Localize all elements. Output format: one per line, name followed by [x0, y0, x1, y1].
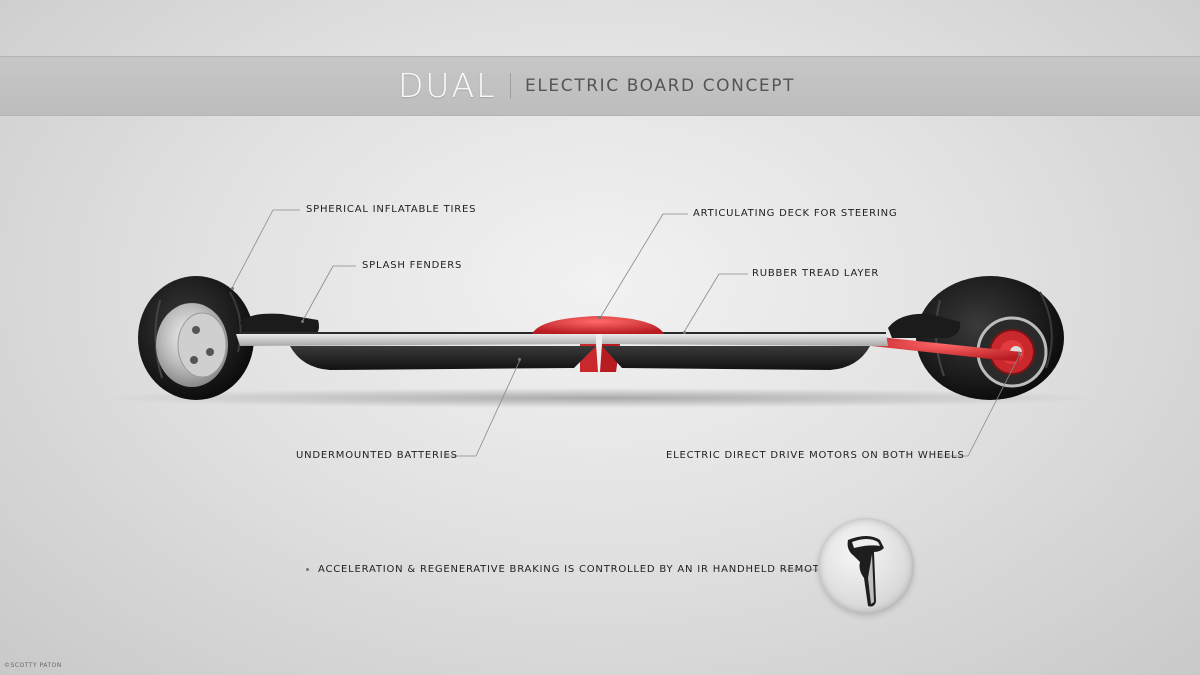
steering-joint	[532, 316, 664, 334]
tires-marker	[231, 287, 234, 290]
header-divider	[510, 73, 511, 99]
remote-inset	[818, 518, 914, 614]
right-fender	[888, 313, 961, 338]
callout-deck: ARTICULATING DECK FOR STEERING	[693, 208, 898, 219]
deck-left	[236, 332, 596, 346]
left-tire	[138, 276, 254, 400]
leader-lines	[231, 209, 1021, 571]
deck-right	[602, 332, 888, 346]
callout-remote: ACCELERATION & REGENERATIVE BRAKING IS C…	[318, 564, 827, 575]
callout-tires: SPHERICAL INFLATABLE TIRES	[306, 204, 477, 215]
fenders-marker	[301, 320, 304, 323]
callout-batteries: UNDERMOUNTED BATTERIES	[296, 450, 458, 461]
battery-right	[602, 346, 870, 370]
batteries-marker	[518, 358, 521, 361]
page-title: ELECTRIC BOARD CONCEPT	[525, 76, 796, 96]
remote-icon	[847, 536, 884, 607]
tread-marker	[683, 331, 686, 334]
left-fender	[240, 313, 319, 338]
motors-marker	[1018, 352, 1021, 355]
copyright-credit: ©SCOTTY PATON	[4, 662, 62, 669]
callout-fenders: SPLASH FENDERS	[362, 260, 463, 271]
drive-arm	[870, 336, 1022, 362]
dual-logo: DUAL	[398, 66, 497, 105]
deck-marker	[598, 316, 601, 319]
right-tire	[916, 276, 1064, 400]
header-banner	[0, 56, 1200, 116]
callout-tread: RUBBER TREAD LAYER	[752, 268, 880, 279]
callout-motors: ELECTRIC DIRECT DRIVE MOTORS ON BOTH WHE…	[666, 450, 965, 461]
ground-shadow	[100, 388, 1100, 408]
battery-left	[290, 346, 596, 370]
remote-marker	[306, 568, 309, 571]
